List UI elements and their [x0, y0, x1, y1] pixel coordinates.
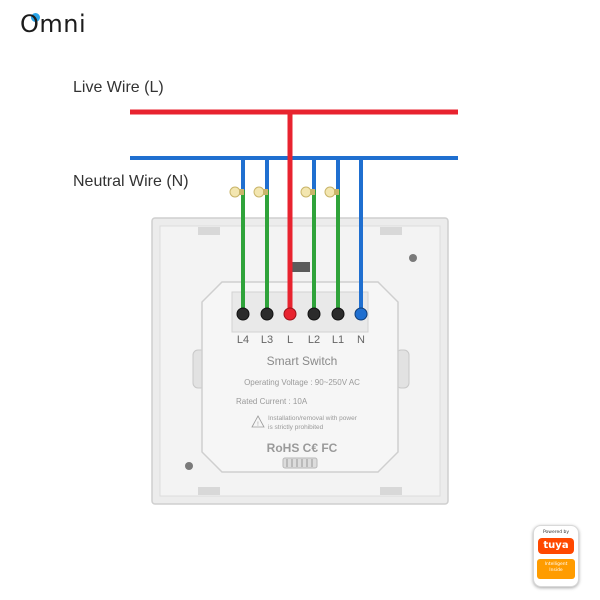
terminal-screw-l1: [331, 307, 345, 321]
tuya-sub-line-2: Inside: [549, 568, 563, 573]
terminal-label-l4: L4: [237, 334, 249, 346]
brand-logo: Omni: [20, 10, 87, 38]
screw-hole-bottom-left: [185, 462, 193, 470]
module-title: Smart Switch: [267, 354, 338, 368]
module-voltage: Operating Voltage : 90~250V AC: [244, 378, 360, 387]
tuya-logo: tuya: [538, 538, 574, 554]
terminal-block: [231, 291, 369, 333]
tuya-badge: Powered by tuya Intelligent Inside: [533, 525, 579, 587]
brand-logo-dot: [30, 12, 41, 23]
live-wire-label: Live Wire (L): [73, 79, 164, 96]
terminal-screw-l4: [236, 307, 250, 321]
warning-icon-mark: !: [257, 422, 259, 428]
bulb-l1: [324, 186, 339, 198]
terminal-screw-l: [283, 307, 297, 321]
neutral-wire-label: Neutral Wire (N): [73, 173, 189, 190]
plate-slot-top: [290, 262, 310, 272]
tuya-sub-line-1: Intelligent: [544, 562, 568, 567]
terminal-label-l3: L3: [261, 334, 273, 346]
module-certifications: RoHS C€ FC: [267, 441, 338, 455]
terminal-screw-n: [354, 307, 368, 321]
terminal-screw-l3: [260, 307, 274, 321]
mount-tab-bottom-right: [380, 487, 402, 495]
mount-tab-top-right: [380, 227, 402, 235]
warning-icon: [251, 415, 265, 428]
bulb-l3: [253, 186, 268, 198]
screw-hole-top-right: [409, 254, 417, 262]
tuya-sub-label: Intelligent Inside: [537, 559, 575, 579]
terminal-screw-l2: [307, 307, 321, 321]
module-warning-2: is strictly prohibited: [268, 424, 324, 431]
mount-tab-top-left: [198, 227, 220, 235]
tuya-powered-text: Powered by: [542, 530, 570, 535]
mount-tab-bottom-left: [198, 487, 220, 495]
bulb-l2: [300, 186, 315, 198]
terminal-label-l1: L1: [332, 334, 344, 346]
terminal-label-l2: L2: [308, 334, 320, 346]
terminal-label-n: N: [357, 334, 365, 346]
bulb-l4: [229, 186, 244, 198]
module-warning-1: Installation/removal with power: [268, 415, 358, 422]
module-current: Rated Current : 10A: [236, 397, 308, 406]
terminal-label-l: L: [287, 334, 293, 346]
